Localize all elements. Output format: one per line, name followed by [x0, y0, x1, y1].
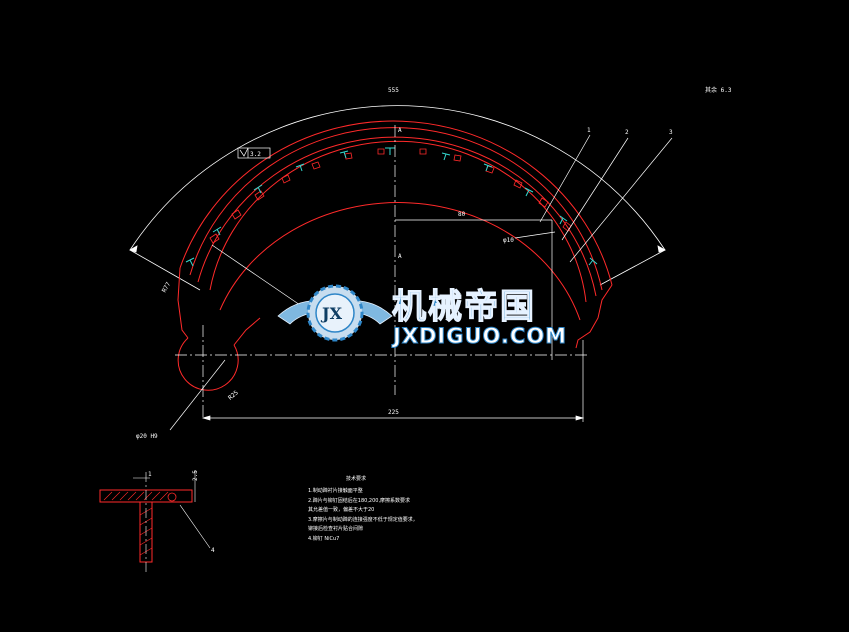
dim-225: 225 [388, 409, 399, 416]
rivet [295, 163, 305, 172]
rivet [185, 257, 195, 267]
badge-text: JX [320, 304, 343, 323]
leader-2: 2 [625, 129, 629, 136]
brand-title-en: JXDIGUO.COM [391, 324, 567, 348]
brake-shoe [177, 120, 613, 391]
surface-finish-value: 3.2 [250, 151, 261, 158]
rivet [483, 163, 493, 172]
dim-roughness-note: 其余 6.3 [705, 86, 732, 94]
section-view [99, 470, 211, 572]
tech-req-line-5: 铆接后检查衬片贴合间隙 [308, 525, 363, 532]
surface-finish-symbol [237, 147, 271, 159]
center-lines [175, 125, 590, 420]
dim-80-line [395, 219, 553, 360]
rivet [253, 184, 263, 194]
tech-req-line-1: 1.制动蹄衬片接触面平整 [308, 487, 363, 494]
tech-req-line-4: 3.摩擦片与制动蹄的连接强度不低于规定值要求， [308, 516, 418, 523]
leader-1: 1 [587, 127, 591, 134]
tech-req-line-3: 其允差值一致，偏差不大于20 [308, 506, 374, 513]
brand-title-cn: 机械帝国 [392, 287, 536, 327]
rivet [339, 150, 349, 159]
dim-vertical-label-top: A [398, 127, 402, 134]
tech-req-title: 技术要求 [346, 475, 366, 482]
technical-requirements: 技术要求 1.制动蹄衬片接触面平整 2.蹄片与铆钉固结后在180,200,摩擦系… [308, 475, 418, 542]
lining-notches [209, 148, 572, 244]
dim-225-line [201, 340, 585, 422]
dim-left-hole: φ20 H9 [136, 433, 158, 440]
leader-3: 3 [669, 129, 673, 136]
rivet [385, 147, 395, 155]
dim-vertical-label-mid: A [398, 253, 402, 260]
rivet [524, 187, 534, 197]
rivet [588, 257, 598, 266]
dim-center-r: R25 [227, 389, 240, 402]
section-dim-2: 2.5 [192, 470, 199, 481]
watermark-logo: JX 机械帝国 JXDIGUO.COM [277, 284, 567, 349]
dim-small-r: φ10 [503, 237, 514, 244]
rivet [441, 152, 451, 161]
rivets [185, 147, 598, 267]
dim-left-arc: R77 [161, 281, 173, 294]
dim-80: 80 [458, 211, 466, 218]
rivet [212, 226, 222, 236]
tech-req-line-6: 4.铆钉 NiCu7 [308, 535, 339, 542]
tech-req-line-2: 2.蹄片与铆钉固结后在180,200,摩擦系数要求 [308, 497, 410, 504]
rivet [559, 215, 568, 225]
dim-top-arc: 555 [388, 87, 399, 94]
leader-lines [169, 134, 673, 431]
leader-4: 4 [211, 547, 215, 554]
section-dim-1: 1 [148, 471, 152, 478]
